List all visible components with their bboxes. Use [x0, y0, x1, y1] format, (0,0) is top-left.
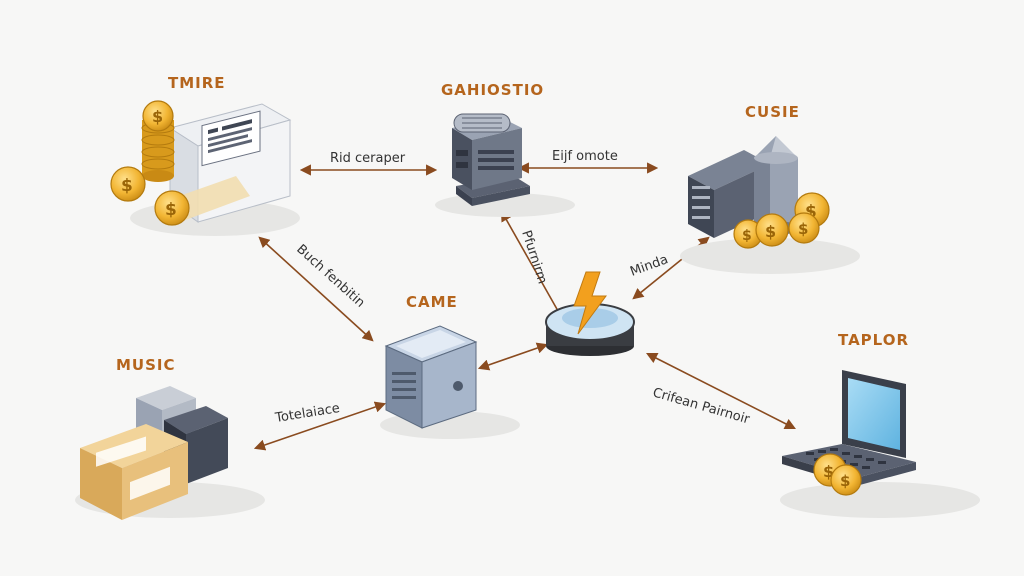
- hub-lightning-icon: [545, 271, 635, 356]
- svg-text:$: $: [121, 176, 133, 196]
- edge-label-minda: Minda: [628, 252, 670, 280]
- edge-label-eijf-omote: Eijf omote: [552, 149, 618, 164]
- edge-tmire-gahiostio: Rid ceraper: [299, 151, 438, 176]
- laptop-with-coins-icon: $ $: [780, 370, 980, 518]
- svg-text:$: $: [152, 107, 163, 126]
- svg-text:$: $: [823, 462, 834, 481]
- coins-and-document-icon: $ $ $: [110, 100, 300, 236]
- node-title-gahiostio: GAHIOSTIO: [441, 81, 544, 99]
- storage-tank-and-coins-icon: $ $ $ $: [680, 136, 860, 274]
- edge-label-rid-ceraper: Rid ceraper: [330, 151, 406, 166]
- edge-label-crifean-pairnoir: Crifean Pairnoir: [651, 385, 752, 427]
- node-came[interactable]: CAME: [380, 293, 520, 439]
- edge-gahiostio-cusie: Eijf omote: [517, 149, 659, 174]
- packages-icon: [75, 386, 265, 520]
- node-music[interactable]: MUSIC: [75, 356, 265, 520]
- node-taplor[interactable]: TAPLOR: [780, 331, 980, 518]
- edge-label-buch-fenbitin: Buch fenbitin: [293, 242, 367, 311]
- edge-music-came: Totelaiace: [253, 401, 387, 451]
- edge-taplor-hub: Crifean Pairnoir: [646, 352, 796, 430]
- svg-text:$: $: [765, 222, 776, 241]
- node-title-came: CAME: [406, 293, 458, 311]
- edge-gahiostio-hub: Pfurnirm: [500, 210, 564, 320]
- edge-came-hub: [477, 342, 549, 371]
- node-title-taplor: TAPLOR: [838, 331, 909, 349]
- svg-text:$: $: [805, 202, 817, 222]
- node-cusie[interactable]: CUSIE $ $ $ $: [680, 103, 860, 274]
- edge-label-pfurnirm: Pfurnirm: [518, 229, 549, 286]
- cube-device-icon: [380, 325, 520, 439]
- svg-text:$: $: [798, 220, 808, 238]
- svg-text:$: $: [742, 228, 752, 244]
- server-icon: [435, 113, 575, 217]
- node-hub[interactable]: [545, 271, 635, 356]
- node-title-tmire: TMIRE: [168, 74, 226, 92]
- node-title-music: MUSIC: [116, 356, 176, 374]
- edge-tmire-came: Buch fenbitin: [258, 236, 374, 342]
- node-tmire[interactable]: TMIRE: [110, 74, 300, 236]
- node-gahiostio[interactable]: GAHIOSTIO: [435, 81, 575, 217]
- node-title-cusie: CUSIE: [745, 103, 800, 121]
- svg-text:$: $: [165, 200, 177, 220]
- svg-text:$: $: [840, 472, 850, 490]
